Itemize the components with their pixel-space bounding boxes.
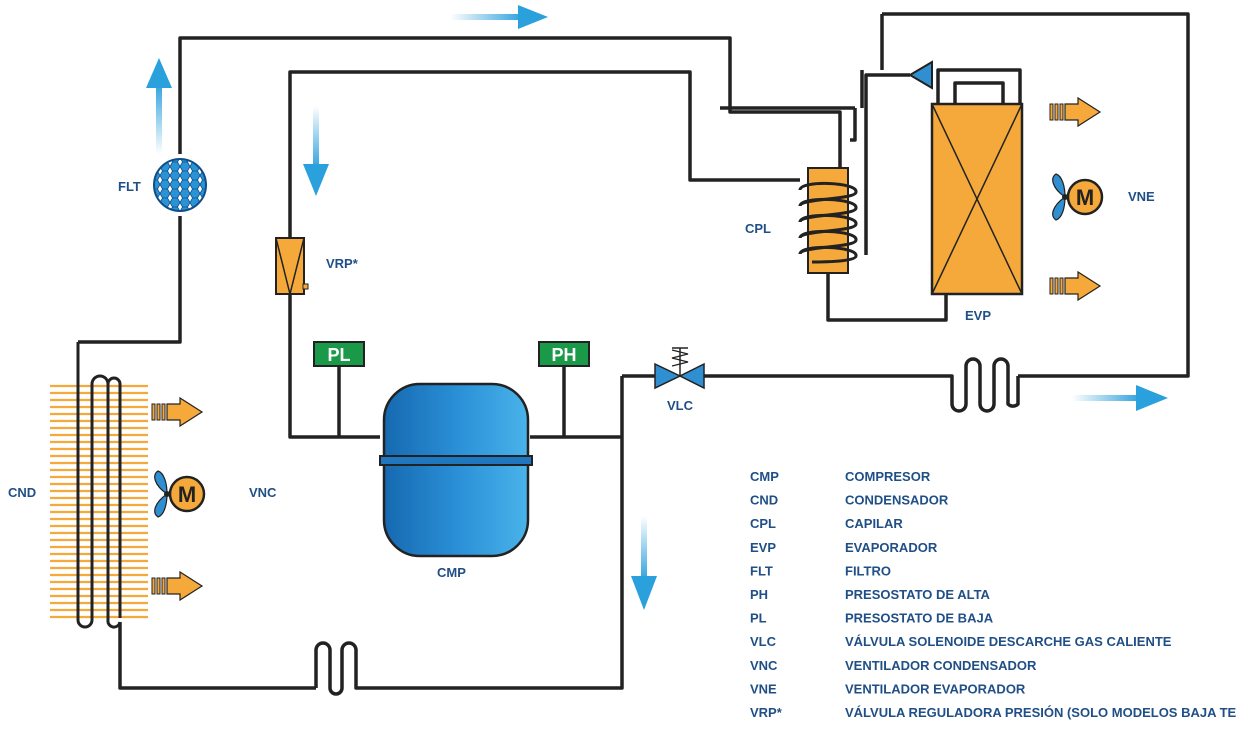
legend-description: COMPRESOR (845, 469, 931, 484)
air-flow-icon (1049, 271, 1101, 301)
label-vrp: VRP* (326, 256, 359, 271)
hot-gas-loop (950, 357, 1020, 413)
legend-code: VNC (750, 658, 778, 673)
flow-arrow-up (146, 58, 172, 154)
flow-arrow-right-bottom (1072, 385, 1168, 411)
legend-description: VENTILADOR EVAPORADOR (845, 681, 1026, 696)
svg-text:PL: PL (327, 345, 350, 365)
legend: CMP COMPRESOR CND CONDENSADOR CPL CAPILAR EVP E… (750, 469, 1236, 720)
air-flow-icon (151, 397, 203, 427)
return-loop-bottom (314, 641, 358, 696)
legend-code: VNE (750, 681, 777, 696)
condenser-fan-icon: M (153, 469, 206, 519)
svg-text:M: M (178, 482, 196, 507)
svg-text:M: M (1076, 185, 1094, 210)
legend-code: VRP* (750, 705, 783, 720)
evaporator-fan-icon: M (1051, 172, 1104, 222)
flow-arrow-down-center (631, 516, 657, 610)
flow-arrow-down-left (303, 106, 329, 196)
high-pressure-switch: PH (538, 341, 590, 367)
label-vlc: VLC (667, 398, 694, 413)
label-vnc: VNC (249, 485, 277, 500)
label-cnd: CND (8, 485, 36, 500)
svg-text:PH: PH (551, 345, 576, 365)
label-cmp: CMP (437, 565, 466, 580)
evaporator (908, 60, 1024, 296)
legend-description: CAPILAR (845, 516, 903, 531)
label-vne: VNE (1128, 189, 1155, 204)
low-pressure-switch: PL (313, 341, 365, 367)
legend-description: CONDENSADOR (845, 493, 949, 508)
legend-code: FLT (750, 563, 773, 578)
air-flow-icon (151, 571, 203, 601)
legend-description: EVAPORADOR (845, 540, 938, 555)
air-flow-icon (1049, 97, 1101, 127)
condenser (50, 342, 148, 629)
legend-description: VÁLVULA REGULADORA PRESIÓN (SOLO MODELOS… (845, 705, 1236, 720)
legend-description: PRESOSTATO DE BAJA (845, 611, 994, 626)
label-evp: EVP (965, 308, 991, 323)
pressure-regulating-valve (275, 237, 309, 295)
flow-arrow-top-right (450, 5, 548, 29)
legend-code: PL (750, 611, 767, 626)
legend-code: EVP (750, 540, 776, 555)
legend-description: FILTRO (845, 563, 891, 578)
legend-code: CND (750, 493, 778, 508)
legend-description: VÁLVULA SOLENOIDE DESCARCHE GAS CALIENTE (845, 634, 1172, 649)
label-cpl: CPL (745, 221, 771, 236)
piping (78, 12, 1190, 690)
filter (153, 158, 207, 212)
capillary (798, 167, 858, 274)
legend-description: PRESOSTATO DE ALTA (845, 587, 991, 602)
legend-code: VLC (750, 634, 777, 649)
legend-code: PH (750, 587, 768, 602)
legend-description: VENTILADOR CONDENSADOR (845, 658, 1037, 673)
legend-code: CMP (750, 469, 779, 484)
label-flt: FLT (118, 179, 141, 194)
legend-code: CPL (750, 516, 776, 531)
solenoid-valve (654, 347, 705, 390)
compressor (379, 382, 533, 558)
